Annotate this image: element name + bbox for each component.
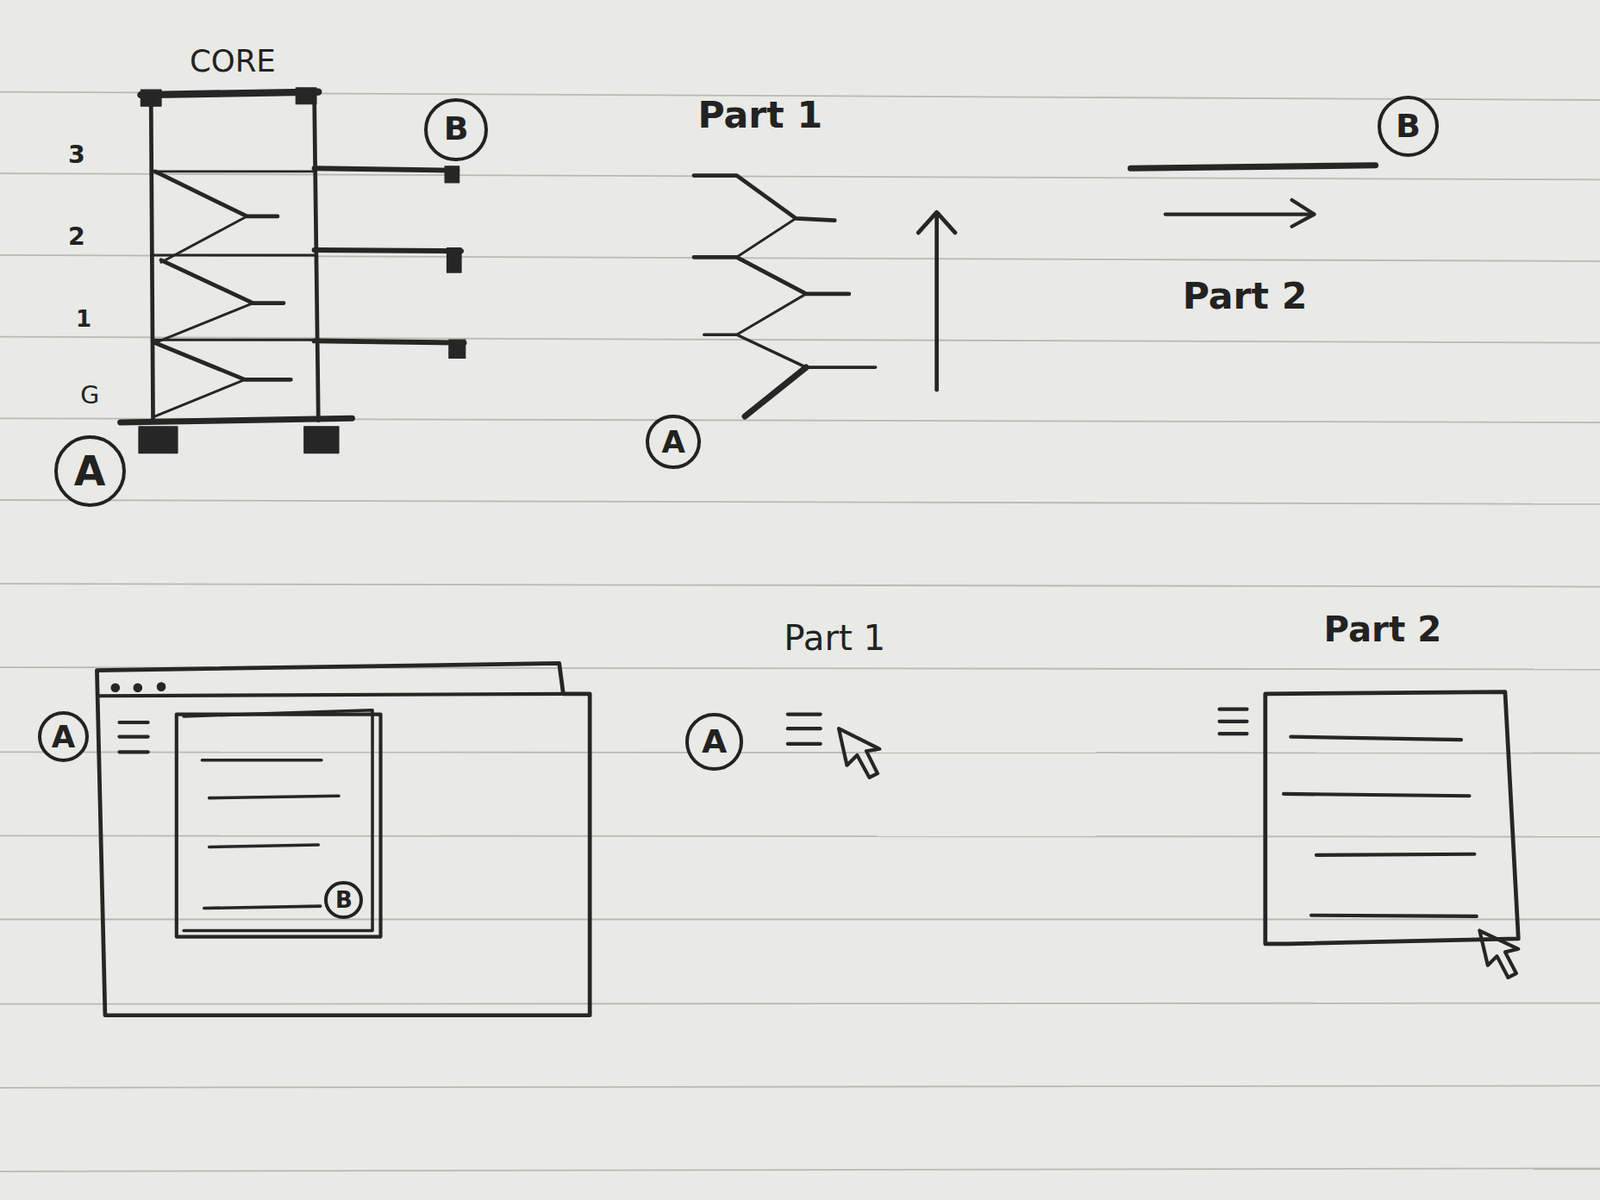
stair-zigzag <box>693 175 956 417</box>
node-letter: A <box>51 721 75 753</box>
node-letter: B <box>1395 110 1421 144</box>
node-letter: A <box>661 426 685 458</box>
circled-letter: A <box>645 414 701 470</box>
floor-number: G <box>80 383 100 408</box>
floor-number: 2 <box>68 224 86 249</box>
circled-letter: B <box>1377 95 1439 157</box>
ruled-lines <box>0 92 1600 1172</box>
part-label: Part 2 <box>1182 277 1308 315</box>
circled-letter: B <box>424 98 488 162</box>
circled-letter: A <box>37 711 89 763</box>
node-letter: A <box>74 450 107 492</box>
menu-icon-cursor <box>787 714 881 778</box>
floor-number: 1 <box>75 307 92 331</box>
corridor-line <box>1131 165 1376 227</box>
part-label: Part 2 <box>1324 612 1443 647</box>
building-section <box>120 87 466 454</box>
circled-letter: A <box>685 712 743 770</box>
floor-number: 3 <box>68 143 86 168</box>
part-label: Part 1 <box>697 95 823 133</box>
part-label: Part 1 <box>783 620 886 656</box>
node-letter: B <box>335 888 353 912</box>
node-letter: B <box>443 112 469 146</box>
open-menu <box>1218 692 1519 978</box>
core-label: CORE <box>189 45 276 77</box>
circled-letter: A <box>54 435 126 507</box>
node-letter: A <box>701 725 727 759</box>
browser-window <box>96 662 590 1015</box>
circled-letter: B <box>324 881 363 920</box>
